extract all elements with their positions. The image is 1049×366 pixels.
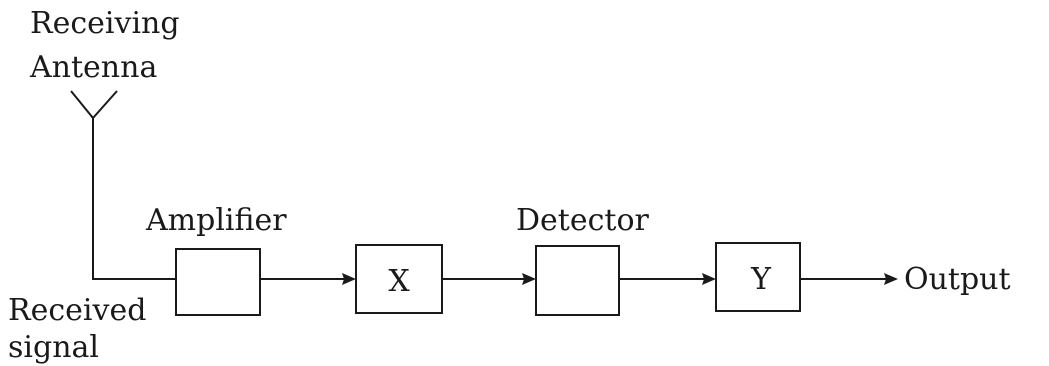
arrow-amplifier-to-x bbox=[260, 273, 356, 285]
detector-label: Detector bbox=[516, 203, 650, 238]
block-x-label: X bbox=[388, 264, 410, 299]
block-y bbox=[715, 242, 801, 312]
antenna-label-line1: Receiving bbox=[30, 6, 180, 41]
arrow-y-to-output bbox=[800, 273, 898, 285]
detector-block bbox=[535, 245, 620, 316]
arrow-detector-to-y bbox=[619, 273, 716, 285]
antenna-label-line2: Antenna bbox=[29, 50, 157, 85]
received-signal-label-line1: Received bbox=[8, 293, 146, 328]
arrow-x-to-detector bbox=[442, 273, 536, 285]
amplifier-block bbox=[175, 248, 261, 316]
block-y-label: Y bbox=[750, 262, 772, 297]
received-signal-label-line2: signal bbox=[8, 330, 99, 365]
antenna-feed-line bbox=[92, 118, 176, 280]
antenna-icon bbox=[70, 90, 118, 119]
amplifier-label: Amplifier bbox=[145, 203, 287, 238]
output-label: Output bbox=[904, 262, 1011, 297]
